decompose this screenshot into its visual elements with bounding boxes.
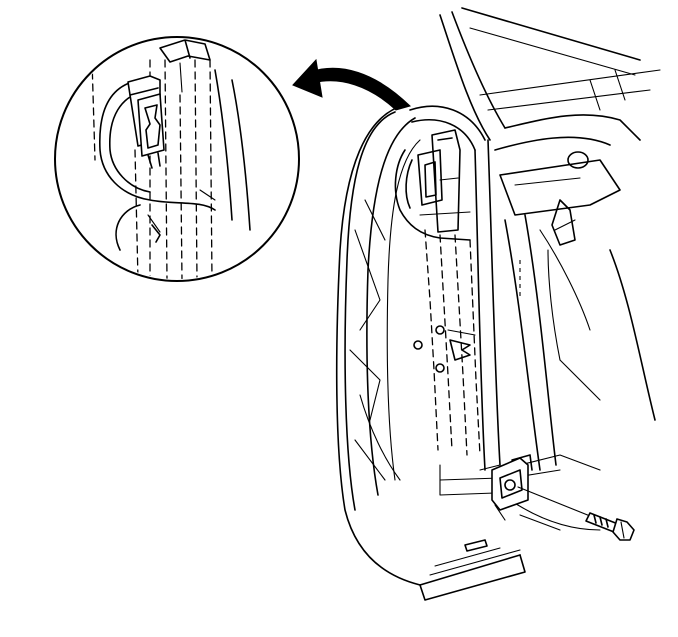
curved-arrow-icon	[292, 58, 411, 111]
door-harness-route	[413, 229, 481, 456]
door-hinge	[491, 454, 533, 521]
hinge-bolt	[517, 486, 635, 541]
harness-retaining-clip	[137, 93, 165, 169]
body-pillar	[439, 7, 661, 531]
detail-view-inset	[54, 36, 300, 282]
harness-connector	[394, 129, 471, 241]
rear-door-assembly	[335, 104, 526, 601]
